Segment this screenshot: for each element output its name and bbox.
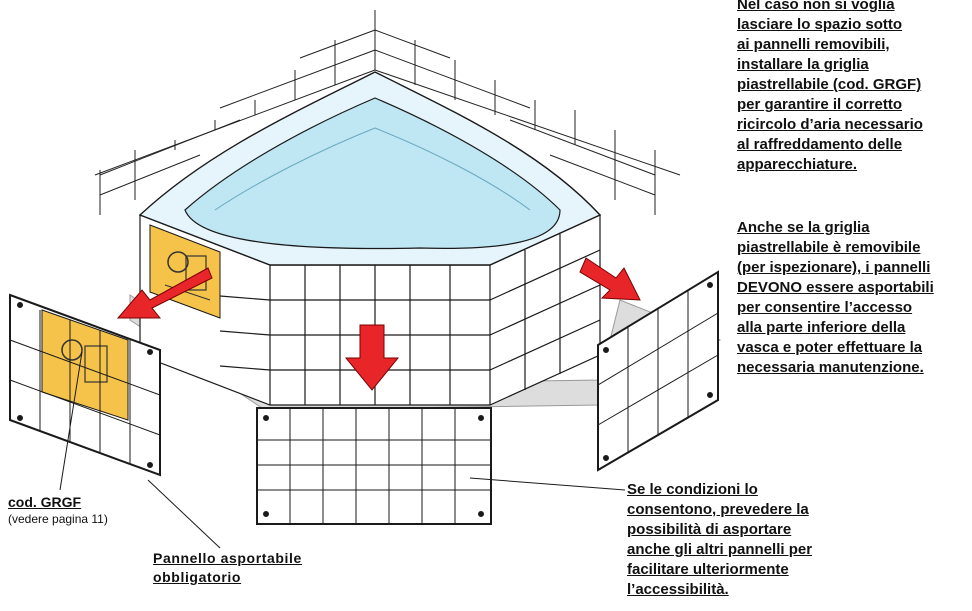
note-line: Anche se la griglia: [737, 219, 870, 236]
right-arrow-icon: [579, 257, 641, 301]
note-line: al raffreddamento delle: [737, 136, 903, 153]
left-arrow-icon: [116, 267, 213, 319]
note-line: ricircolo d’aria necessario: [737, 116, 923, 133]
panel-label-line: obbligatorio: [153, 569, 242, 585]
note-line: Se le condizioni lo: [627, 481, 758, 498]
removal-arrows: [116, 257, 641, 391]
accessibility-note: Se le condizioni lo consentono, preveder…: [627, 480, 812, 600]
bathtub-basin: [138, 71, 602, 266]
leader-lines: [59, 351, 626, 549]
note-line: DEVONO essere asportabili: [737, 279, 934, 296]
right-removable-panel: [597, 270, 719, 472]
grid-installation-note: Nel caso non si voglia lasciare lo spazi…: [737, 0, 923, 175]
front-arrow-icon: [344, 324, 400, 391]
removable-panels-note: Anche se la griglia piastrellabile è rem…: [737, 218, 934, 378]
wall-tiles: [94, 10, 681, 215]
note-line: alla parte inferiore della: [737, 319, 906, 336]
mandatory-panel-label: Pannello asportabile obbligatorio: [153, 549, 302, 587]
note-line: ai pannelli removibili,: [737, 36, 890, 53]
note-line: l’accessibilità.: [627, 581, 729, 598]
note-line: necessaria manutenzione.: [737, 359, 924, 376]
note-line: per garantire il corretto: [737, 96, 903, 113]
note-line: installare la griglia: [737, 56, 869, 73]
note-line: Nel caso non si voglia: [737, 0, 895, 13]
note-line: per consentire l’accesso: [737, 299, 913, 316]
note-line: apparecchiature.: [737, 156, 858, 173]
front-removable-panel: [256, 407, 492, 525]
note-line: anche gli altri pannelli per: [627, 541, 813, 558]
panel-label-line: Pannello asportabile: [153, 550, 302, 566]
note-line: lasciare lo spazio sotto: [737, 16, 903, 33]
note-line: facilitare ulteriormente: [627, 561, 789, 578]
grgf-code: cod. GRGF: [8, 494, 82, 510]
note-line: vasca e poter effettuare la: [737, 339, 923, 356]
grgf-callout: cod. GRGF (vedere pagina 11): [8, 494, 108, 526]
note-line: piastrellabile (cod. GRGF): [737, 76, 922, 93]
left-removable-panel: [9, 293, 161, 477]
grgf-page-reference: (vedere pagina 11): [8, 512, 108, 526]
note-line: possibilità di asportare: [627, 521, 792, 538]
bathtub-body: [139, 214, 601, 406]
note-line: piastrellabile è removibile: [737, 239, 921, 256]
note-line: consentono, prevedere la: [627, 501, 809, 518]
note-line: (per ispezionare), i pannelli: [737, 259, 931, 276]
